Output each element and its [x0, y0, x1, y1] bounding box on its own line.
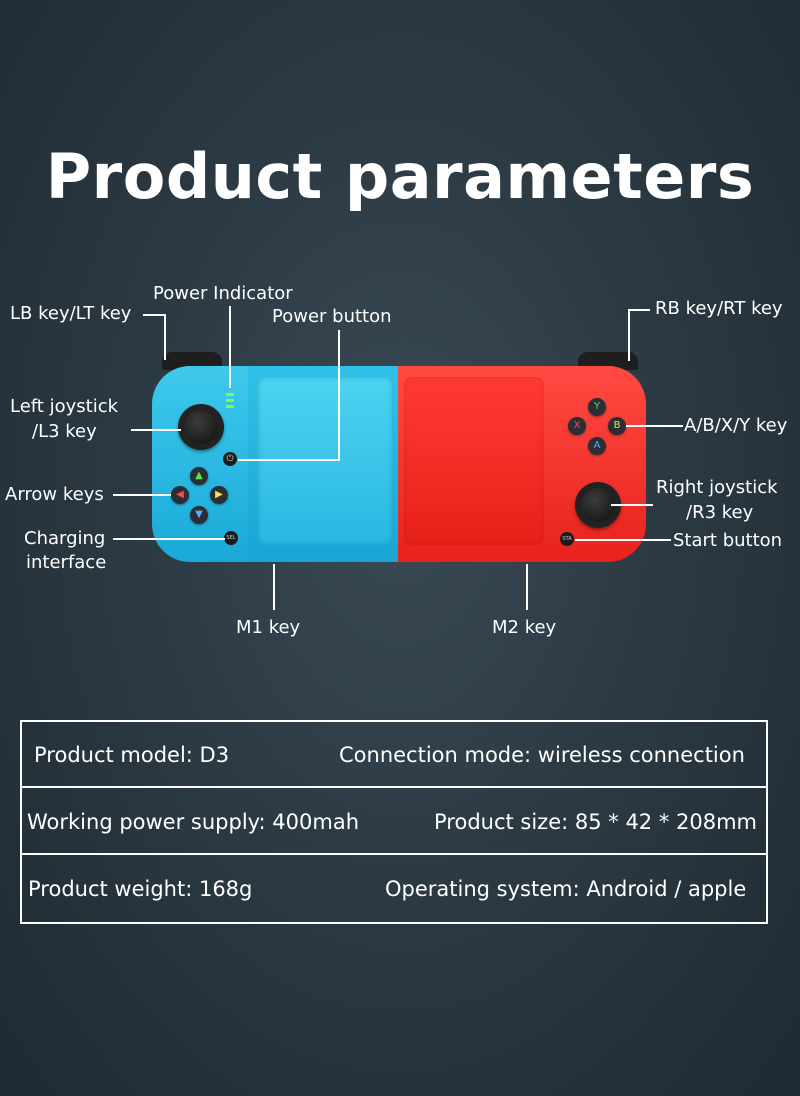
callout-line: [238, 459, 340, 461]
start-button-label: Start button: [673, 530, 783, 551]
right-joystick-label: Right joystick: [656, 477, 778, 498]
power-icon: ⏻: [223, 452, 237, 466]
spec-connection: Connection mode: wireless connection: [339, 743, 745, 767]
page-title: Product parameters: [45, 140, 755, 213]
table-row: Working power supply: 400mah Product siz…: [22, 789, 766, 855]
rb-bumper: [578, 352, 638, 370]
left-joystick: [178, 404, 224, 450]
callout-line: [113, 538, 225, 540]
callout-line: [273, 564, 275, 610]
table-row: Product weight: 168g Operating system: A…: [22, 856, 766, 922]
power-led: [226, 399, 234, 402]
callout-line: [143, 314, 165, 316]
callout-line: [338, 330, 340, 461]
charging-label-2: interface: [26, 552, 107, 573]
m2-label: M2 key: [492, 617, 557, 638]
charging-label: Charging: [24, 528, 106, 549]
callout-line: [611, 504, 653, 506]
y-button: Y: [588, 398, 606, 416]
left-joystick-label-2: /L3 key: [32, 421, 97, 442]
spec-model: Product model: D3: [34, 743, 230, 767]
arrow-left-icon: ◀: [171, 486, 189, 504]
power-button-label: Power button: [272, 306, 392, 327]
spec-size: Product size: 85 * 42 * 208mm: [434, 810, 758, 834]
abxy-label: A/B/X/Y key: [684, 415, 788, 436]
callout-line: [113, 494, 171, 496]
arrow-keys-label: Arrow keys: [5, 484, 104, 505]
callout-line: [575, 539, 671, 541]
arrow-right-icon: ▶: [210, 486, 228, 504]
a-button: A: [588, 437, 606, 455]
power-led: [226, 405, 234, 408]
x-button: X: [568, 417, 586, 435]
arrow-down-icon: ▼: [190, 506, 208, 524]
callout-line: [626, 425, 683, 427]
b-button: B: [608, 417, 626, 435]
select-button: SEL: [224, 531, 238, 545]
callout-line: [131, 429, 181, 431]
callout-line: [229, 306, 231, 388]
table-row: Product model: D3 Connection mode: wirel…: [22, 722, 766, 788]
spec-power: Working power supply: 400mah: [27, 810, 360, 834]
callout-line: [628, 309, 650, 311]
m1-label: M1 key: [236, 617, 301, 638]
callout-line: [628, 309, 630, 361]
power-indicator-label: Power Indicator: [153, 283, 293, 304]
power-led: [226, 393, 234, 396]
spec-table: Product model: D3 Connection mode: wirel…: [20, 720, 768, 924]
start-button: STA: [560, 532, 574, 546]
right-joystick-label-2: /R3 key: [686, 502, 754, 523]
left-joystick-label: Left joystick: [10, 396, 119, 417]
lb-bumper: [162, 352, 222, 370]
callout-line: [164, 314, 166, 360]
arrow-up-icon: ▲: [190, 467, 208, 485]
lb-lt-label: LB key/LT key: [10, 303, 132, 324]
spec-os: Operating system: Android / apple: [385, 877, 747, 901]
callout-line: [526, 564, 528, 610]
right-phone-holder: [404, 377, 544, 545]
left-phone-holder: [258, 377, 392, 545]
spec-weight: Product weight: 168g: [28, 877, 253, 901]
rb-rt-label: RB key/RT key: [655, 298, 783, 319]
